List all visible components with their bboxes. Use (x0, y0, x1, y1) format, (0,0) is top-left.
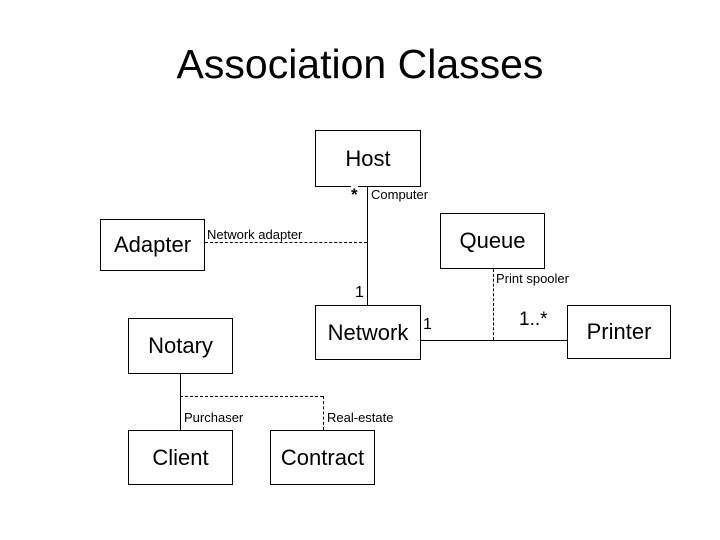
association-line-adapter-computer (205, 242, 367, 243)
class-box-host[interactable]: Host (315, 130, 421, 187)
association-line-notary-client (180, 374, 181, 430)
class-box-network[interactable]: Network (315, 305, 421, 360)
class-name-printer: Printer (586, 319, 652, 344)
association-label-print-spooler: Print spooler (496, 271, 569, 286)
class-box-adapter[interactable]: Adapter (100, 219, 205, 271)
association-label-computer: Computer (371, 187, 429, 202)
multiplicity-network-top-end: 1 (355, 284, 364, 302)
class-name-adapter: Adapter (113, 232, 192, 257)
class-name-network: Network (327, 319, 409, 345)
association-label-purchaser: Purchaser (184, 410, 244, 425)
association-line-purchaser-realestate (180, 396, 323, 397)
class-name-contract: Contract (280, 444, 365, 470)
association-label-network-adapter: Network adapter (207, 227, 303, 242)
class-box-contract[interactable]: Contract (270, 430, 375, 485)
multiplicity-printer-end: 1..* (519, 309, 548, 330)
association-line-host-network (367, 187, 368, 305)
class-box-notary[interactable]: Notary (128, 318, 233, 374)
class-box-queue[interactable]: Queue (440, 213, 545, 269)
multiplicity-host-end: * (351, 185, 358, 204)
class-name-notary: Notary (148, 333, 213, 358)
class-name-queue: Queue (459, 228, 526, 253)
class-name-client: Client (152, 444, 209, 470)
association-label-real-estate: Real-estate (327, 410, 394, 425)
page-title: Association Classes (176, 41, 544, 87)
association-line-queue-printspooler (493, 269, 494, 340)
class-box-printer[interactable]: Printer (567, 305, 671, 359)
association-line-realestate-contract (323, 396, 324, 430)
multiplicity-network-right-end: 1 (423, 316, 432, 334)
class-name-host: Host (345, 145, 391, 171)
class-box-client[interactable]: Client (128, 430, 233, 485)
association-line-network-printer (421, 340, 567, 341)
